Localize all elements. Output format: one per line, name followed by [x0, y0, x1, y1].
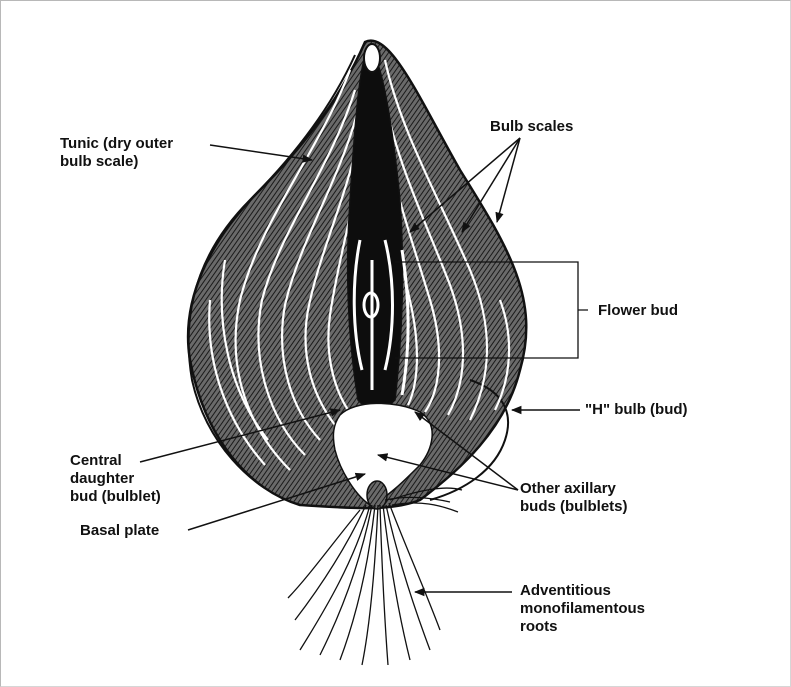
label-bulb-scales: Bulb scales: [490, 118, 573, 136]
label-tunic-line2: bulb scale): [60, 153, 173, 171]
label-other-axillary-buds: Other axillary buds (bulblets): [520, 480, 628, 516]
label-tunic: Tunic (dry outer bulb scale): [60, 135, 173, 171]
label-central-line1: Central: [70, 452, 161, 470]
label-roots-line3: roots: [520, 618, 645, 636]
label-basal-plate: Basal plate: [80, 522, 159, 540]
label-central-daughter-bud: Central daughter bud (bulblet): [70, 452, 161, 506]
roots: [288, 488, 462, 665]
label-axillary-line1: Other axillary: [520, 480, 628, 498]
label-adventitious-roots: Adventitious monofilamentous roots: [520, 582, 645, 636]
apex-opening: [364, 44, 380, 72]
label-central-line3: bud (bulblet): [70, 488, 161, 506]
bulblet-mark: [367, 481, 387, 509]
label-h-bulb: "H" bulb (bud): [585, 401, 688, 419]
label-central-line2: daughter: [70, 470, 161, 488]
label-flower-bud: Flower bud: [598, 302, 678, 320]
label-tunic-line1: Tunic (dry outer: [60, 135, 173, 153]
label-roots-line1: Adventitious: [520, 582, 645, 600]
label-axillary-line2: buds (bulblets): [520, 498, 628, 516]
label-roots-line2: monofilamentous: [520, 600, 645, 618]
